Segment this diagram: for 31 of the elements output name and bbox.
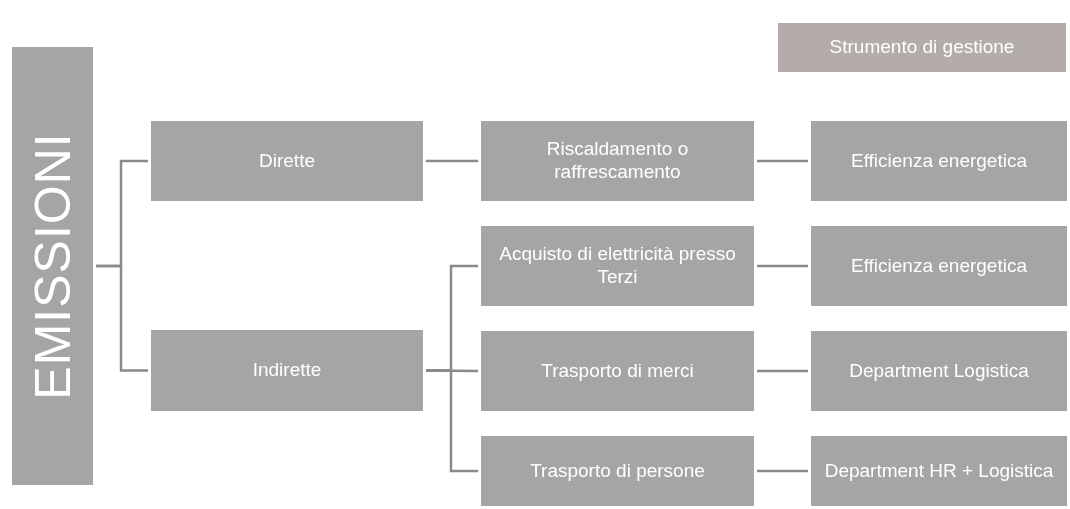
category-box <box>811 331 1067 411</box>
node-label: Acquisto di elettricità presso Terzi <box>498 243 737 289</box>
connector-line <box>757 469 808 473</box>
category-box <box>481 121 754 201</box>
node-label: Strumento di gestione <box>829 36 1015 59</box>
category-box <box>811 226 1067 306</box>
category-box <box>811 121 1067 201</box>
node-label: Trasporto di persone <box>530 459 705 483</box>
connector-line <box>757 369 808 373</box>
node-label: Department Logistica <box>849 359 1029 383</box>
connector-line <box>426 159 478 163</box>
category-box <box>811 436 1067 506</box>
node-label: Efficienza energetica <box>850 149 1027 173</box>
category-box <box>481 331 754 411</box>
connector-line <box>757 264 808 268</box>
node-label: Indirette <box>252 359 322 382</box>
node-label: Efficienza energetica <box>850 254 1027 278</box>
category-box <box>481 226 754 306</box>
node-label: Department HR + Logistica <box>824 459 1054 483</box>
category-box <box>151 330 423 411</box>
node-label: Riscaldamento o raffrescamento <box>545 138 690 184</box>
category-box <box>481 436 754 506</box>
connector-line <box>757 159 808 163</box>
connector-line <box>426 369 478 473</box>
header-box <box>778 23 1066 72</box>
node-label: EMISSIONI <box>23 132 82 400</box>
node-label: Dirette <box>259 149 315 173</box>
root-bar <box>12 47 93 485</box>
node-label: Trasporto di merci <box>541 359 694 383</box>
connector-line <box>96 264 148 372</box>
category-box <box>151 121 423 201</box>
